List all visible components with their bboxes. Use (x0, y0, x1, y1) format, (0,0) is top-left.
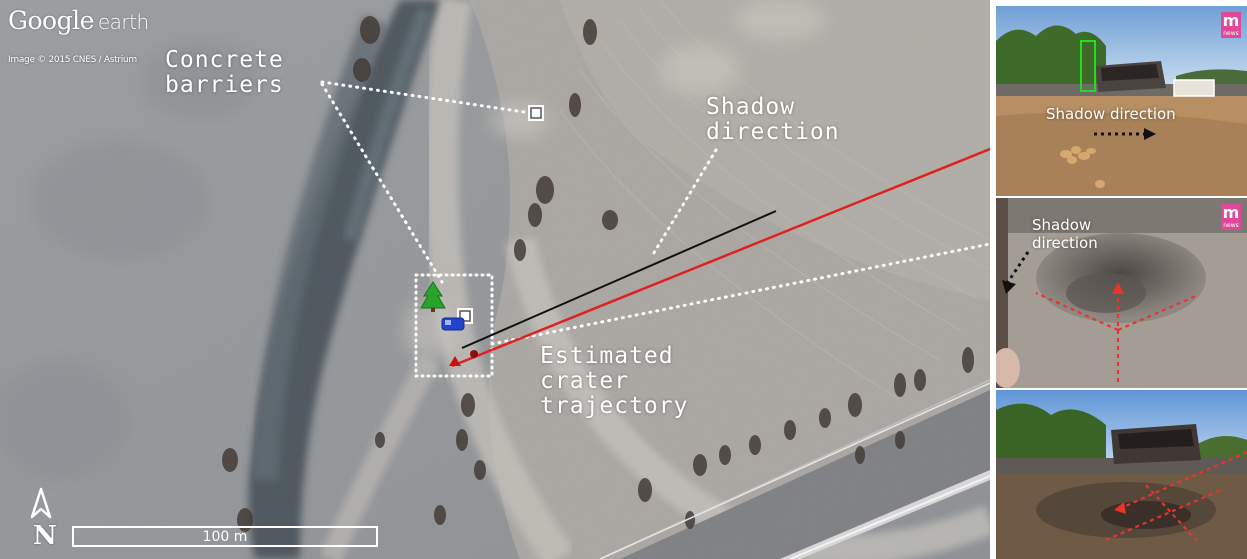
shadow-direction-line (461, 210, 777, 349)
barrier-pointer-line (320, 80, 526, 114)
trajectory-line (451, 147, 990, 368)
photo-3[interactable] (996, 390, 1247, 559)
scale-bar-label: 100 m (202, 529, 248, 545)
satellite-imagery (0, 0, 990, 559)
north-label: N (33, 521, 57, 551)
north-arrow-icon (30, 487, 52, 519)
tree-icon[interactable] (420, 281, 446, 312)
road-edge-line (599, 382, 990, 559)
shadow-pointer-line (650, 148, 718, 258)
concrete-barriers-label: Concrete barriers (165, 47, 284, 98)
photo-3-image (996, 390, 1247, 559)
scale-bar: 100 m (72, 526, 378, 547)
annotation-overlay (320, 80, 990, 559)
photo-1-label: Shadow direction (1046, 105, 1176, 123)
photo-1-image (996, 6, 1247, 196)
logo-product: earth (97, 10, 149, 34)
estimated-trajectory-label: Estimated crater trajectory (540, 343, 689, 419)
crater-marker-icon[interactable] (449, 350, 478, 366)
road-edge-line (789, 475, 990, 559)
barrier-marker[interactable] (528, 105, 544, 121)
photo-2-image (996, 198, 1247, 388)
barrier-pointer-line (320, 82, 444, 284)
photo-2-label: Shadow direction (1032, 216, 1098, 252)
logo-brand: Google (8, 6, 94, 35)
crater-area-box (414, 273, 494, 378)
imagery-credit: Image © 2015 CNES / Astrium (8, 55, 137, 65)
photo-connector-line (490, 242, 990, 346)
shadow-direction-label: Shadow direction (706, 94, 840, 145)
vehicle-icon[interactable] (441, 317, 465, 331)
